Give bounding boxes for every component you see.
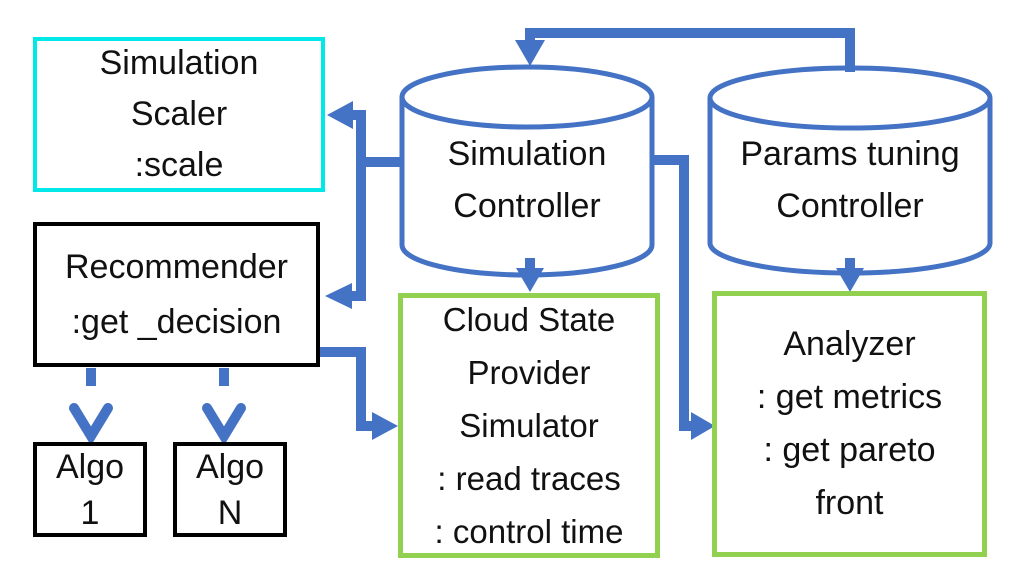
node-label-line: N bbox=[217, 493, 243, 532]
arrowhead-into-algo1 bbox=[69, 403, 113, 446]
arrowhead-into-algon bbox=[202, 403, 246, 446]
node-recommender: Recommender :get _decision bbox=[33, 222, 320, 367]
params-tuning-controller-cylinder bbox=[707, 65, 993, 276]
arrowhead-into-cloud bbox=[372, 412, 398, 440]
arrowhead-into-simctrl-top bbox=[515, 40, 545, 66]
node-label-line: Simulation bbox=[99, 44, 259, 82]
node-label-line: Analyzer bbox=[783, 325, 916, 363]
edge-simctrl-left-trunk bbox=[351, 110, 366, 301]
node-algo-1: Algo 1 bbox=[33, 442, 147, 537]
node-label-line: Cloud State bbox=[442, 301, 616, 338]
node-label-line: Simulator bbox=[459, 407, 599, 444]
node-label-line: :get _decision bbox=[71, 302, 282, 341]
node-algo-n: Algo N bbox=[173, 442, 287, 537]
node-label-line: Params tuning bbox=[740, 135, 960, 173]
arrowhead-into-analyzer bbox=[691, 412, 715, 440]
node-label-line: 1 bbox=[80, 493, 100, 532]
arrowhead-into-recommender bbox=[325, 283, 352, 309]
node-label-line: Algo bbox=[55, 447, 125, 486]
node-label-line: Provider bbox=[467, 354, 591, 391]
node-params-tuning-controller-label: Params tuning Controller bbox=[710, 128, 990, 232]
cylinder-top bbox=[707, 65, 993, 131]
node-analyzer: Analyzer : get metrics : get pareto fron… bbox=[712, 291, 987, 557]
node-label-line: : get pareto bbox=[763, 431, 936, 469]
node-label-line: Recommender bbox=[65, 247, 288, 286]
edge-recommender-to-cloud bbox=[320, 347, 373, 431]
node-label-line: Controller bbox=[776, 187, 924, 225]
edge-params-to-simctrl bbox=[525, 28, 855, 72]
node-label-line: Controller bbox=[453, 187, 601, 225]
node-simulation-scaler: Simulation Scaler :scale bbox=[33, 37, 325, 192]
arrowhead-into-cloud-top bbox=[516, 268, 544, 292]
node-label-line: front bbox=[815, 484, 884, 522]
simulation-controller-cylinder bbox=[399, 64, 655, 278]
node-label-line: : get metrics bbox=[756, 378, 943, 416]
arrowhead-into-analyzer-top bbox=[836, 268, 864, 292]
node-label-line: : read traces bbox=[437, 460, 621, 497]
node-simulation-controller-label: Simulation Controller bbox=[402, 128, 652, 232]
cylinder-top bbox=[399, 64, 655, 130]
node-label-line: Scaler bbox=[130, 95, 228, 133]
arrowhead-into-scaler bbox=[327, 101, 353, 129]
node-cloud-state-provider-simulator: Cloud State Provider Simulator : read tr… bbox=[398, 293, 660, 558]
edge-simctrl-to-analyzer bbox=[652, 155, 692, 431]
node-label-line: Algo bbox=[195, 447, 265, 486]
node-label-line: :scale bbox=[134, 146, 224, 184]
node-label-line: : control time bbox=[434, 513, 624, 550]
node-label-line: Simulation bbox=[447, 135, 607, 173]
